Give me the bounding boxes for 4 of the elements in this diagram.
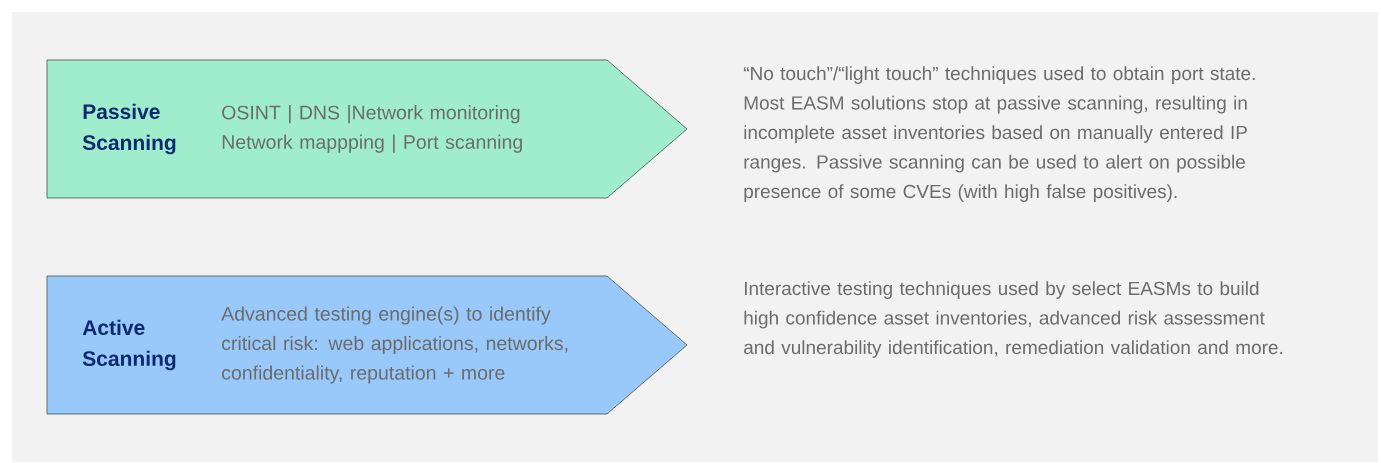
description-paragraph: “No touch”/“light touch” techniques used to obtain port state. Most EASM solutions stop at passive scanning, resulting in incomplete asset inventories based on manually entered IP ranges. Passive scanning can be used to alert on possible presence of some CVEs (with high false positives).: [743, 66, 1255, 202]
description-paragraph: Interactive testing techniques used by select EASMs to build high confidence asset inventories, advanced risk assessment and vulnerability identification, remediation validation and more.: [744, 281, 1283, 358]
description-text: Advanced testing engine(s) to identify critical risk: web applications, networks, confidentiality, reputation + more: [221, 306, 568, 384]
description-text: OSINT | DNS |Network monitoring Network mappping | Port scanning: [222, 105, 522, 153]
